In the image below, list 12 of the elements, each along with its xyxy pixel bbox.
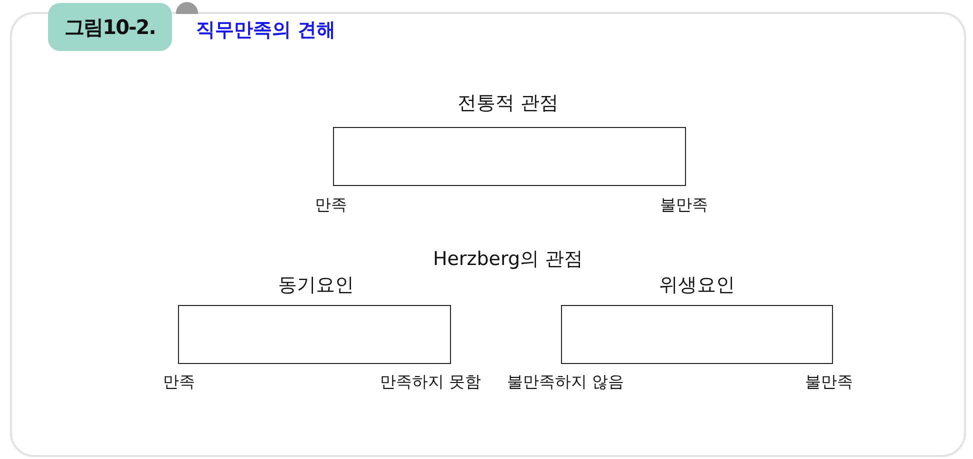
scale-heading: 전통적 관점 [457,91,559,116]
figure-title: 직무만족의 견해 [196,18,336,43]
scale-end-label: 불만족하지 않음 [507,372,624,393]
scale-end-label: 만족 [163,372,195,393]
scale-heading: 동기요인 [278,273,354,298]
scale-end-label: 만족하지 못함 [380,372,482,393]
scale-end-label: 불만족 [805,372,853,393]
scale-end-label: 만족 [315,195,347,216]
scale-end-label: 불만족 [660,195,708,216]
section-heading: Herzberg의 관점 [432,247,584,272]
figure-number-badge: 그림10-2. [48,3,172,51]
scale-heading: 위생요인 [659,273,735,298]
